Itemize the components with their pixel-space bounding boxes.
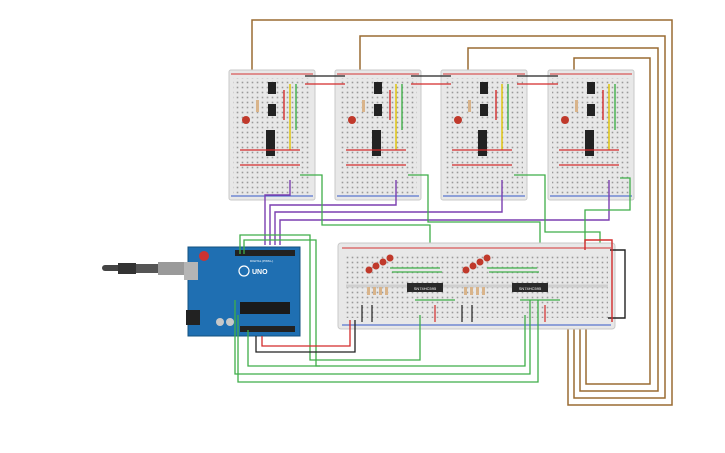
analog-header[interactable] xyxy=(240,326,295,332)
green-wires-bottom[interactable] xyxy=(234,234,539,383)
shift-register-left: SN74HC595 xyxy=(407,283,443,292)
shift-register-right: SN74HC595 xyxy=(512,283,548,292)
large-board-components[interactable]: SN74HC595 SN74HC595 xyxy=(361,254,560,323)
brown-wires[interactable] xyxy=(251,19,673,406)
purple-wires[interactable] xyxy=(264,180,610,245)
chip-label-left: SN74HC595 xyxy=(414,286,437,291)
digital-header[interactable] xyxy=(235,250,295,256)
analog-label: ANALOG IN xyxy=(262,336,278,340)
arduino-power-wires[interactable] xyxy=(255,320,356,353)
arduino-logo-text: UNO xyxy=(252,269,268,276)
arduino-uno-board[interactable]: UNO DIGITAL (PWM~) ANALOG IN xyxy=(184,246,301,340)
resistor-row xyxy=(367,287,485,295)
led-group-right xyxy=(462,254,491,274)
green-wires-top[interactable] xyxy=(300,174,631,265)
chip-label-right: SN74HC595 xyxy=(519,286,542,291)
led-group-left xyxy=(365,254,394,274)
usb-cable[interactable] xyxy=(102,262,184,275)
large-breadboard xyxy=(337,242,616,330)
digital-label: DIGITAL (PWM~) xyxy=(250,259,273,263)
small-board-components[interactable] xyxy=(240,82,619,166)
large-board-jumpers xyxy=(361,267,560,322)
power-wires-right[interactable] xyxy=(584,239,626,322)
board-link-wires[interactable] xyxy=(305,75,558,85)
atmega-chip xyxy=(240,302,290,314)
